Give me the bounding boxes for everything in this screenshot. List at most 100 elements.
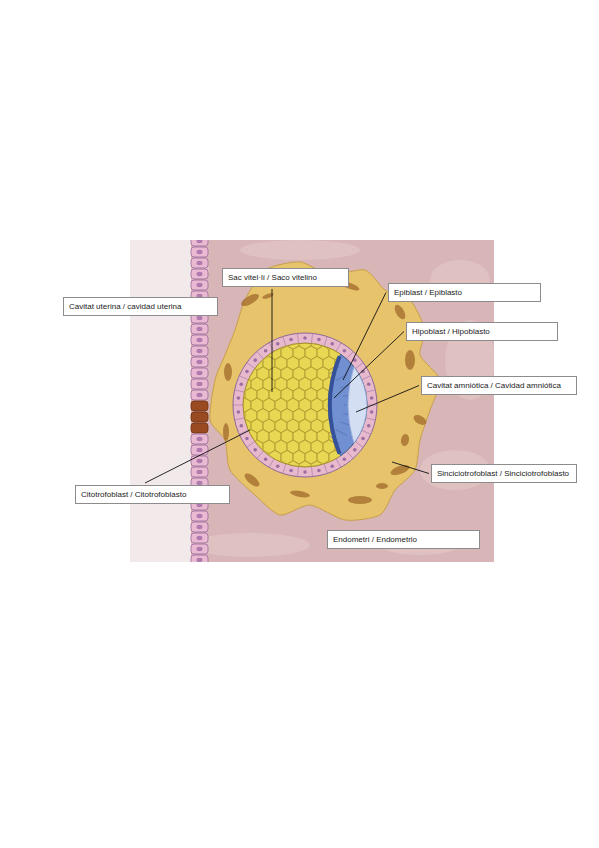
yolk-cell — [305, 471, 317, 485]
syncytiotrophoblast-lacunae — [223, 275, 428, 504]
yolk-cell — [275, 336, 287, 350]
cell-nucleus — [253, 358, 257, 362]
lacuna — [290, 489, 311, 498]
cell-wall — [311, 333, 312, 343]
texture-spot — [240, 240, 360, 260]
epithelial-cell — [191, 522, 208, 532]
yolk-cell — [365, 471, 377, 485]
cell-nucleus — [264, 457, 268, 461]
cell-wall — [283, 337, 286, 347]
lacuna — [412, 413, 428, 427]
leader-line — [334, 332, 404, 399]
cell-wall — [366, 418, 376, 420]
lacuna — [224, 363, 232, 381]
yolk-cell — [221, 367, 233, 381]
yolk-cell — [299, 461, 311, 475]
yolk-cell — [335, 336, 347, 350]
yolk-cell — [227, 336, 239, 350]
label-text: Sinciciotrofoblast / Sinciciotrofoblasto — [437, 468, 571, 479]
cell-wall — [233, 405, 243, 406]
lacuna — [376, 483, 388, 489]
cell-nucleus — [197, 382, 203, 386]
yolk-cell — [257, 325, 269, 339]
leader-line — [356, 386, 419, 413]
cell-nucleus — [197, 240, 203, 243]
yolk-cell — [275, 461, 287, 475]
label-box: Hipoblast / Hipoblasto — [406, 322, 558, 341]
cell-nucleus — [370, 410, 374, 414]
cell-nucleus — [276, 342, 280, 346]
yolk-cell — [353, 325, 365, 339]
yolk-cell — [389, 450, 401, 464]
yolk-cell — [245, 346, 257, 360]
cell-nucleus — [245, 437, 249, 441]
yolk-cell — [239, 461, 251, 475]
uterine-cavity — [130, 240, 191, 562]
yolk-cell — [221, 325, 233, 339]
cell-wall — [247, 363, 255, 369]
label-box: Cavitat amniòtica / Cavidad amniótica — [421, 376, 577, 395]
cell-nucleus — [197, 536, 203, 540]
cell-nucleus — [197, 371, 203, 375]
yolk-cell — [281, 325, 293, 339]
cell-wall — [269, 343, 274, 352]
yolk-cell — [233, 325, 245, 339]
yolk-cell — [239, 440, 251, 454]
yolk-cell — [263, 461, 275, 475]
yolk-cell — [317, 471, 329, 485]
cell-nucleus — [245, 370, 249, 374]
label-text: Citotrofoblast / Citotrofoblasto — [81, 489, 224, 500]
yolk-cell — [251, 461, 263, 475]
cell-nucleus — [197, 448, 203, 452]
yolk-cell — [269, 450, 281, 464]
yolk-cell — [347, 461, 359, 475]
label-text: Cavitat uterina / cavidad uterina — [69, 301, 212, 312]
cell-nucleus — [197, 558, 203, 562]
cell-nucleus — [197, 316, 203, 320]
yolk-cell — [383, 377, 395, 391]
yolk-cell — [233, 346, 245, 360]
yolk-cell — [251, 440, 263, 454]
cell-wall — [336, 343, 341, 352]
cell-nucleus — [253, 448, 257, 452]
cell-nucleus — [239, 424, 243, 428]
yolk-cell — [257, 471, 269, 485]
epithelial-cell — [191, 335, 208, 345]
lacuna — [223, 423, 229, 441]
label-text: Endometri / Endometrio — [333, 534, 474, 545]
epithelial-cell — [191, 533, 208, 543]
cell-wall — [239, 376, 248, 380]
yolk-cell — [215, 461, 227, 475]
yolk-cell — [323, 336, 335, 350]
epithelial-cell — [191, 434, 208, 444]
cell-wall — [346, 451, 353, 458]
cell-nucleus — [237, 410, 241, 414]
cell-nucleus — [197, 547, 203, 551]
epithelial-cell — [191, 240, 208, 246]
yolk-cell — [215, 377, 227, 391]
yolk-cell — [323, 461, 335, 475]
yolk-cell — [383, 440, 395, 454]
label-box: Endometri / Endometrio — [327, 530, 480, 549]
yolk-cell — [389, 388, 401, 402]
yolk-cell — [227, 356, 239, 370]
cell-nucleus — [264, 349, 268, 353]
cell-nucleus — [197, 470, 203, 474]
cell-wall — [355, 441, 363, 447]
cell-wall — [311, 467, 312, 477]
yolk-cell — [257, 450, 269, 464]
yolk-cell — [371, 336, 383, 350]
yolk-cell — [389, 471, 401, 485]
yolk-cell — [233, 409, 245, 423]
yolk-cell — [233, 471, 245, 485]
yolk-cell — [377, 367, 389, 381]
lacuna — [405, 350, 415, 370]
yolk-cell — [353, 450, 365, 464]
yolk-cell — [227, 398, 239, 412]
yolk-cell — [365, 367, 377, 381]
texture-spot — [190, 533, 310, 557]
cell-wall — [297, 333, 298, 343]
yolk-sac — [243, 343, 367, 467]
